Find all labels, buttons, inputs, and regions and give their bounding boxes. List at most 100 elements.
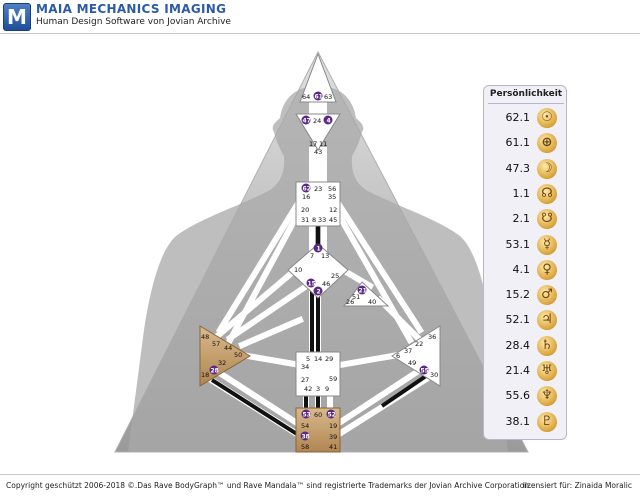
svg-text:38: 38: [302, 434, 310, 441]
svg-text:16: 16: [302, 193, 310, 201]
moon-icon: ☽: [537, 158, 557, 179]
svg-text:19: 19: [329, 422, 337, 430]
gate-line-value: 15.2: [505, 288, 531, 302]
svg-text:63: 63: [324, 93, 332, 101]
svg-text:36: 36: [428, 333, 436, 341]
svg-text:26: 26: [346, 298, 354, 306]
svg-text:2: 2: [317, 289, 321, 296]
svg-text:50: 50: [234, 351, 242, 359]
svg-text:58: 58: [301, 443, 309, 451]
svg-text:41: 41: [329, 443, 337, 451]
panel-title: Persönlichkeit: [489, 89, 563, 99]
south-node-icon: ☋: [537, 209, 557, 230]
svg-text:4: 4: [327, 118, 331, 125]
svg-text:51: 51: [352, 293, 360, 301]
panel-row: 1.1☊: [484, 183, 568, 206]
panel-row: 4.1 ♀: [484, 259, 568, 282]
svg-text:14: 14: [314, 355, 322, 363]
svg-text:45: 45: [329, 216, 337, 224]
svg-text:3: 3: [316, 385, 320, 393]
license-text: lizensiert für: Zinaida Moralic: [522, 481, 632, 490]
gate-line-value: 61.1: [505, 136, 531, 150]
svg-text:53: 53: [303, 412, 311, 419]
svg-text:61: 61: [315, 94, 323, 101]
mars-icon: ♂: [537, 285, 557, 306]
svg-text:31: 31: [301, 216, 309, 224]
gate-line-value: 53.1: [505, 237, 531, 251]
svg-text:28: 28: [211, 368, 219, 375]
svg-text:43: 43: [314, 148, 322, 156]
panel-divider: [488, 103, 564, 104]
svg-text:55: 55: [421, 368, 429, 375]
svg-text:23: 23: [314, 185, 322, 193]
jupiter-icon: ♃: [537, 310, 557, 331]
svg-text:30: 30: [430, 371, 438, 379]
header: M MAIA MECHANICS IMAGING Human Design So…: [0, 0, 640, 34]
svg-text:10: 10: [294, 266, 302, 274]
svg-text:25: 25: [331, 272, 339, 280]
venus-icon: ♀: [537, 259, 557, 280]
app-title: MAIA MECHANICS IMAGING: [36, 2, 227, 16]
panel-row: 53.1 ☿: [484, 234, 568, 257]
copyright-text: Copyright geschützt 2006-2018 ©.Das Rave…: [6, 481, 532, 490]
panel-row: 55.6♆: [484, 386, 568, 408]
svg-text:21: 21: [359, 288, 367, 295]
svg-text:49: 49: [408, 359, 416, 367]
north-node-icon: ☊: [537, 183, 557, 204]
svg-text:11: 11: [319, 140, 327, 148]
svg-text:47: 47: [303, 118, 311, 125]
svg-text:52: 52: [328, 412, 336, 419]
svg-text:62: 62: [303, 186, 311, 193]
svg-text:46: 46: [322, 280, 330, 288]
svg-text:17: 17: [309, 140, 317, 148]
svg-text:12: 12: [329, 206, 337, 214]
svg-text:42: 42: [304, 385, 312, 393]
panel-row: 61.1 ⊕: [484, 133, 568, 155]
earth-icon: ⊕: [537, 133, 557, 154]
svg-text:6: 6: [396, 352, 400, 360]
svg-text:24: 24: [313, 117, 321, 125]
svg-text:5: 5: [306, 355, 310, 363]
saturn-icon: ♄: [537, 335, 557, 356]
gate-line-value: 28.4: [505, 338, 531, 352]
sun-icon: ☉: [537, 108, 557, 128]
svg-text:15: 15: [308, 281, 316, 288]
svg-text:39: 39: [329, 433, 337, 441]
gate-line-value: 4.1: [512, 262, 531, 276]
panel-row: 15.2 ♂: [484, 285, 568, 307]
svg-text:22: 22: [415, 340, 423, 348]
panel-row: 21.4♅: [484, 361, 568, 383]
ego-center: [343, 281, 390, 307]
app-subtitle: Human Design Software von Jovian Archive: [36, 17, 231, 27]
svg-text:64: 64: [302, 93, 310, 101]
svg-text:60: 60: [314, 411, 322, 419]
gate-line-value: 47.3: [505, 161, 531, 175]
pluto-icon: ♇: [537, 411, 557, 432]
app-logo-icon: M: [3, 3, 31, 31]
svg-text:18: 18: [201, 371, 209, 379]
svg-text:48: 48: [201, 333, 209, 341]
svg-text:44: 44: [224, 344, 232, 352]
svg-text:54: 54: [301, 422, 309, 430]
svg-text:29: 29: [325, 355, 333, 363]
sacral-center: [295, 351, 341, 397]
gate-line-value: 2.1: [512, 212, 531, 226]
panel-row: 62.1☉: [484, 108, 568, 130]
gate-line-value: 52.1: [505, 313, 531, 327]
neptune-icon: ♆: [537, 386, 557, 407]
svg-text:32: 32: [218, 359, 226, 367]
svg-text:33: 33: [318, 216, 326, 224]
panel-row: 47.3 ☽: [484, 158, 568, 181]
svg-text:8: 8: [312, 216, 316, 224]
svg-text:27: 27: [301, 376, 309, 384]
panel-row: 52.1 ♃: [484, 310, 568, 332]
footer: Copyright geschützt 2006-2018 ©.Das Rave…: [0, 474, 640, 497]
gate-line-value: 21.4: [505, 364, 531, 377]
g-center: [287, 243, 349, 299]
svg-text:20: 20: [301, 206, 309, 214]
mercury-icon: ☿: [537, 234, 557, 255]
svg-text:1: 1: [317, 246, 321, 253]
svg-text:9: 9: [325, 385, 329, 393]
